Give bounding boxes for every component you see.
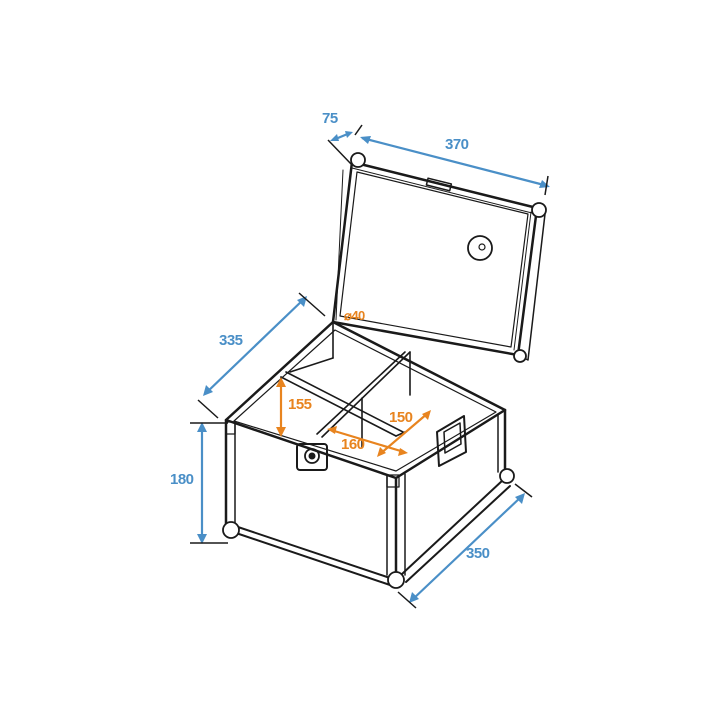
- outer-dimension-lines: [197, 131, 550, 603]
- extension-lines: [190, 124, 549, 609]
- dimension-lid-depth: 75: [322, 110, 338, 127]
- lid-hole-icon: [467, 235, 493, 261]
- case-body: [222, 320, 515, 589]
- lid: [331, 152, 547, 363]
- inner-dimension-lines: [276, 377, 431, 457]
- front-latch-icon: [296, 443, 328, 471]
- dimension-width: 370: [445, 136, 469, 153]
- dimension-depth-right: 350: [466, 545, 490, 562]
- dimension-depth-left: 335: [219, 332, 243, 349]
- dimension-compartment-height: 155: [288, 396, 312, 413]
- dimension-hole-diameter: ⌀40: [344, 308, 365, 323]
- dimension-height: 180: [170, 471, 194, 488]
- dimension-compartment-width: 160: [341, 436, 365, 453]
- dimension-compartment-depth: 150: [389, 409, 413, 426]
- side-handle-icon: [436, 415, 467, 467]
